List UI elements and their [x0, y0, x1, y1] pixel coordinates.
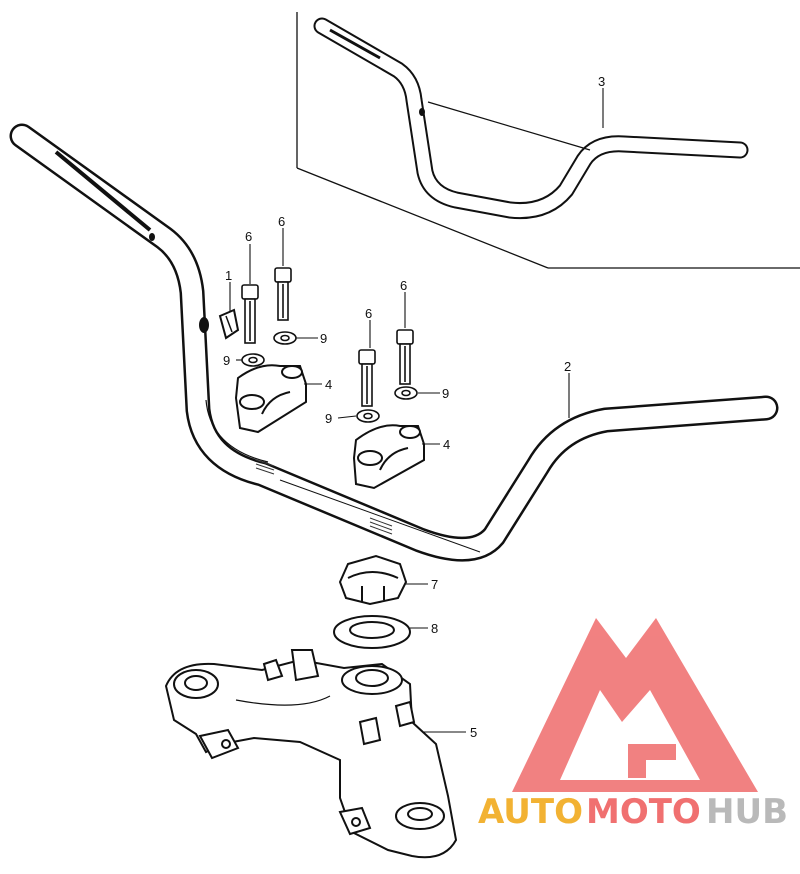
watermark-triangle: [512, 618, 758, 792]
bolt-4: [396, 329, 414, 385]
callout-9: 9: [320, 331, 327, 346]
steering-nut: [338, 554, 408, 606]
handlebar-main: [9, 123, 779, 562]
callout-labels: 3 2 1 6 6 6 6 9 9 9 9 4 4 7 8 5: [223, 74, 605, 740]
callout-8: 8: [431, 621, 438, 636]
watermark-text: AUTO MOTO HUB: [478, 792, 788, 832]
callout-4: 4: [443, 437, 450, 452]
fork-top-bridge: [164, 649, 458, 859]
inset-frame: [296, 12, 800, 269]
watermark-auto: AUTO: [478, 792, 583, 832]
callout-2: 2: [564, 359, 571, 374]
callout-6: 6: [400, 278, 407, 293]
holder-upper-left: [234, 364, 307, 434]
bolt-3: [358, 349, 376, 407]
callout-9: 9: [223, 353, 230, 368]
callout-6: 6: [245, 229, 252, 244]
callout-1: 1: [225, 268, 232, 283]
callout-9: 9: [442, 386, 449, 401]
callout-6: 6: [278, 214, 285, 229]
callout-7: 7: [431, 577, 438, 592]
holder-upper-right: [352, 424, 425, 490]
handlebar-alt: [313, 17, 749, 220]
callout-4: 4: [325, 377, 332, 392]
leader-lines: [229, 88, 604, 733]
clip-part: [218, 308, 240, 340]
bolt-1: [241, 284, 259, 344]
callout-5: 5: [470, 725, 477, 740]
steering-washer: [333, 615, 411, 649]
callout-6: 6: [365, 306, 372, 321]
bolt-2: [274, 267, 292, 321]
watermark-hub: HUB: [706, 792, 788, 832]
callout-3: 3: [598, 74, 605, 89]
watermark-logo: [512, 618, 758, 792]
callout-9: 9: [325, 411, 332, 426]
watermark-moto: MOTO: [586, 792, 701, 832]
